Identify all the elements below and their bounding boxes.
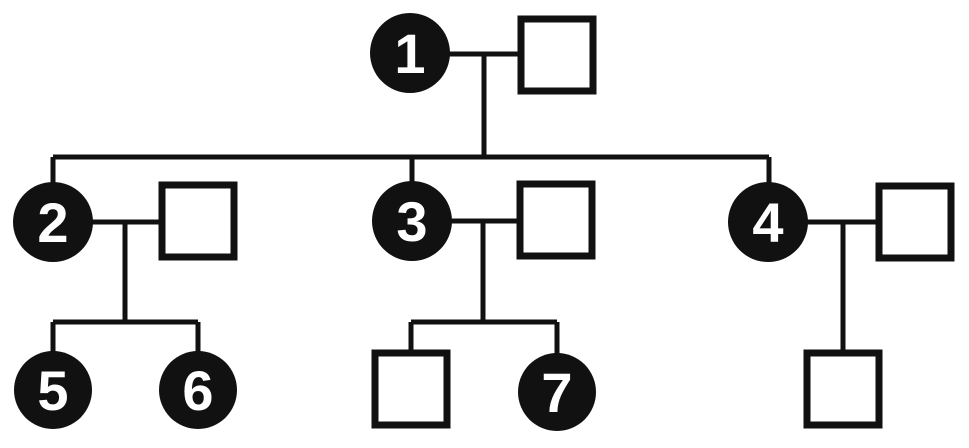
individual-number-label: 6 [182,359,213,422]
individual-number-label: 3 [396,190,427,253]
affected-female-circle-icon [372,181,452,261]
unaffected-male-square-icon [875,182,955,262]
individual-gen2-male-spouse-2 [158,181,238,261]
individual-gen3-female-5: 5 [14,351,92,429]
individual-gen2-male-spouse-3 [516,180,596,260]
affected-female-circle-icon [159,351,237,429]
individual-gen1-male-spouse-1 [517,15,597,95]
individual-gen3-female-7: 7 [518,353,596,431]
affected-female-circle-icon [14,351,92,429]
individual-gen2-female-3: 3 [372,181,452,261]
individual-number-label: 7 [541,361,572,424]
individual-gen3-female-6: 6 [159,351,237,429]
affected-female-circle-icon [728,182,808,262]
individual-gen3-male-child-4a [803,349,883,429]
individual-number-label: 1 [394,22,425,85]
unaffected-male-square-icon [517,15,597,95]
individual-number-label: 5 [37,359,68,422]
unaffected-male-square-icon [516,180,596,260]
unaffected-male-square-icon [158,181,238,261]
individual-gen3-male-child-3a [371,349,451,429]
individual-number-label: 4 [752,191,783,254]
individual-gen1-female-1: 1 [370,13,450,93]
affected-female-circle-icon [518,353,596,431]
individual-number-label: 2 [37,191,68,254]
individual-gen2-male-spouse-4 [875,182,955,262]
unaffected-male-square-icon [803,349,883,429]
affected-female-circle-icon [370,13,450,93]
individual-gen2-female-4: 4 [728,182,808,262]
affected-female-circle-icon [13,182,93,262]
individual-gen2-female-2: 2 [13,182,93,262]
unaffected-male-square-icon [371,349,451,429]
